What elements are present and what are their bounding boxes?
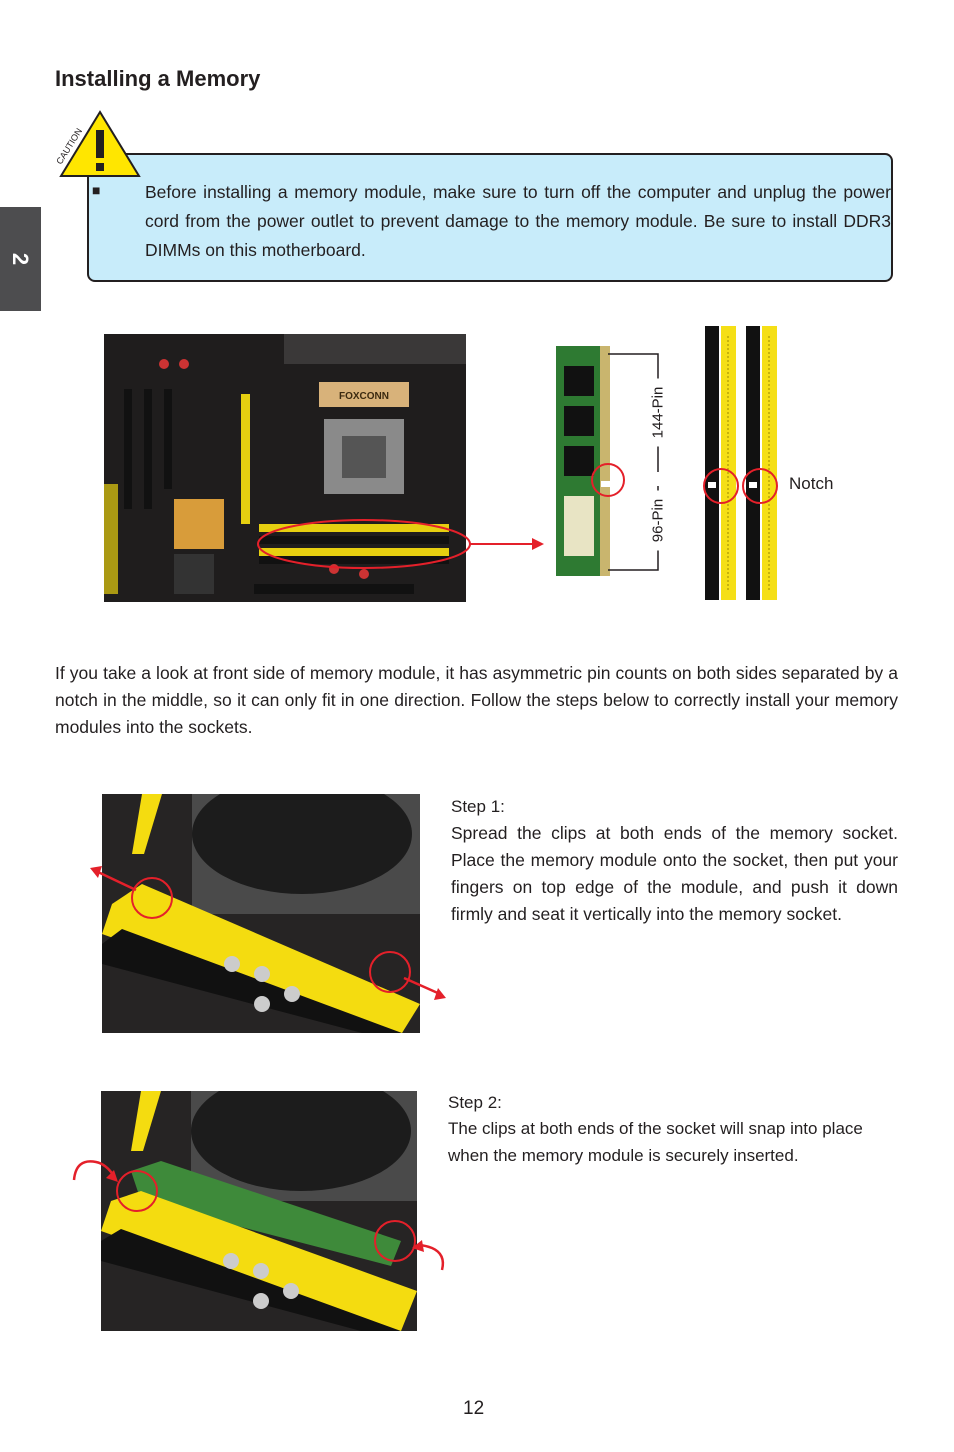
bullet-square-icon: ■ xyxy=(92,182,101,198)
memory-module-image xyxy=(556,346,610,576)
step1-text: Spread the clips at both ends of the mem… xyxy=(451,823,898,924)
pin-96-label: 96-Pin xyxy=(649,490,667,551)
step2-text: The clips at both ends of the socket wil… xyxy=(448,1119,863,1165)
caution-icon: CAUTION xyxy=(55,110,141,177)
pin-144-label-wrap: 144-Pin xyxy=(648,378,668,448)
step2-photo xyxy=(101,1091,417,1331)
pin-96-label-wrap: 96-Pin xyxy=(648,490,668,552)
pin-144-label: 144-Pin xyxy=(649,378,667,447)
step1-photo xyxy=(102,794,420,1033)
step1-arrows xyxy=(90,866,446,1000)
intro-paragraph: If you take a look at front side of memo… xyxy=(55,663,898,737)
dimm-socket-image xyxy=(703,326,778,600)
page-number: 12 xyxy=(463,1398,485,1419)
caution-box xyxy=(87,153,893,282)
step1-label: Step 1: xyxy=(451,797,505,816)
dimm-highlight-arrow xyxy=(257,519,544,569)
motherboard-image: FOXCONN xyxy=(104,334,466,602)
chapter-tab: 2 xyxy=(0,207,41,311)
step2-arrows xyxy=(72,1160,445,1271)
section-title: Installing a Memory xyxy=(55,66,261,91)
board-brand: FOXCONN xyxy=(339,391,389,402)
step2-label: Step 2: xyxy=(448,1093,502,1112)
caution-text: Before installing a memory module, make … xyxy=(145,182,891,260)
notch-label: Notch xyxy=(789,474,834,493)
chapter-number: 2 xyxy=(8,252,34,266)
